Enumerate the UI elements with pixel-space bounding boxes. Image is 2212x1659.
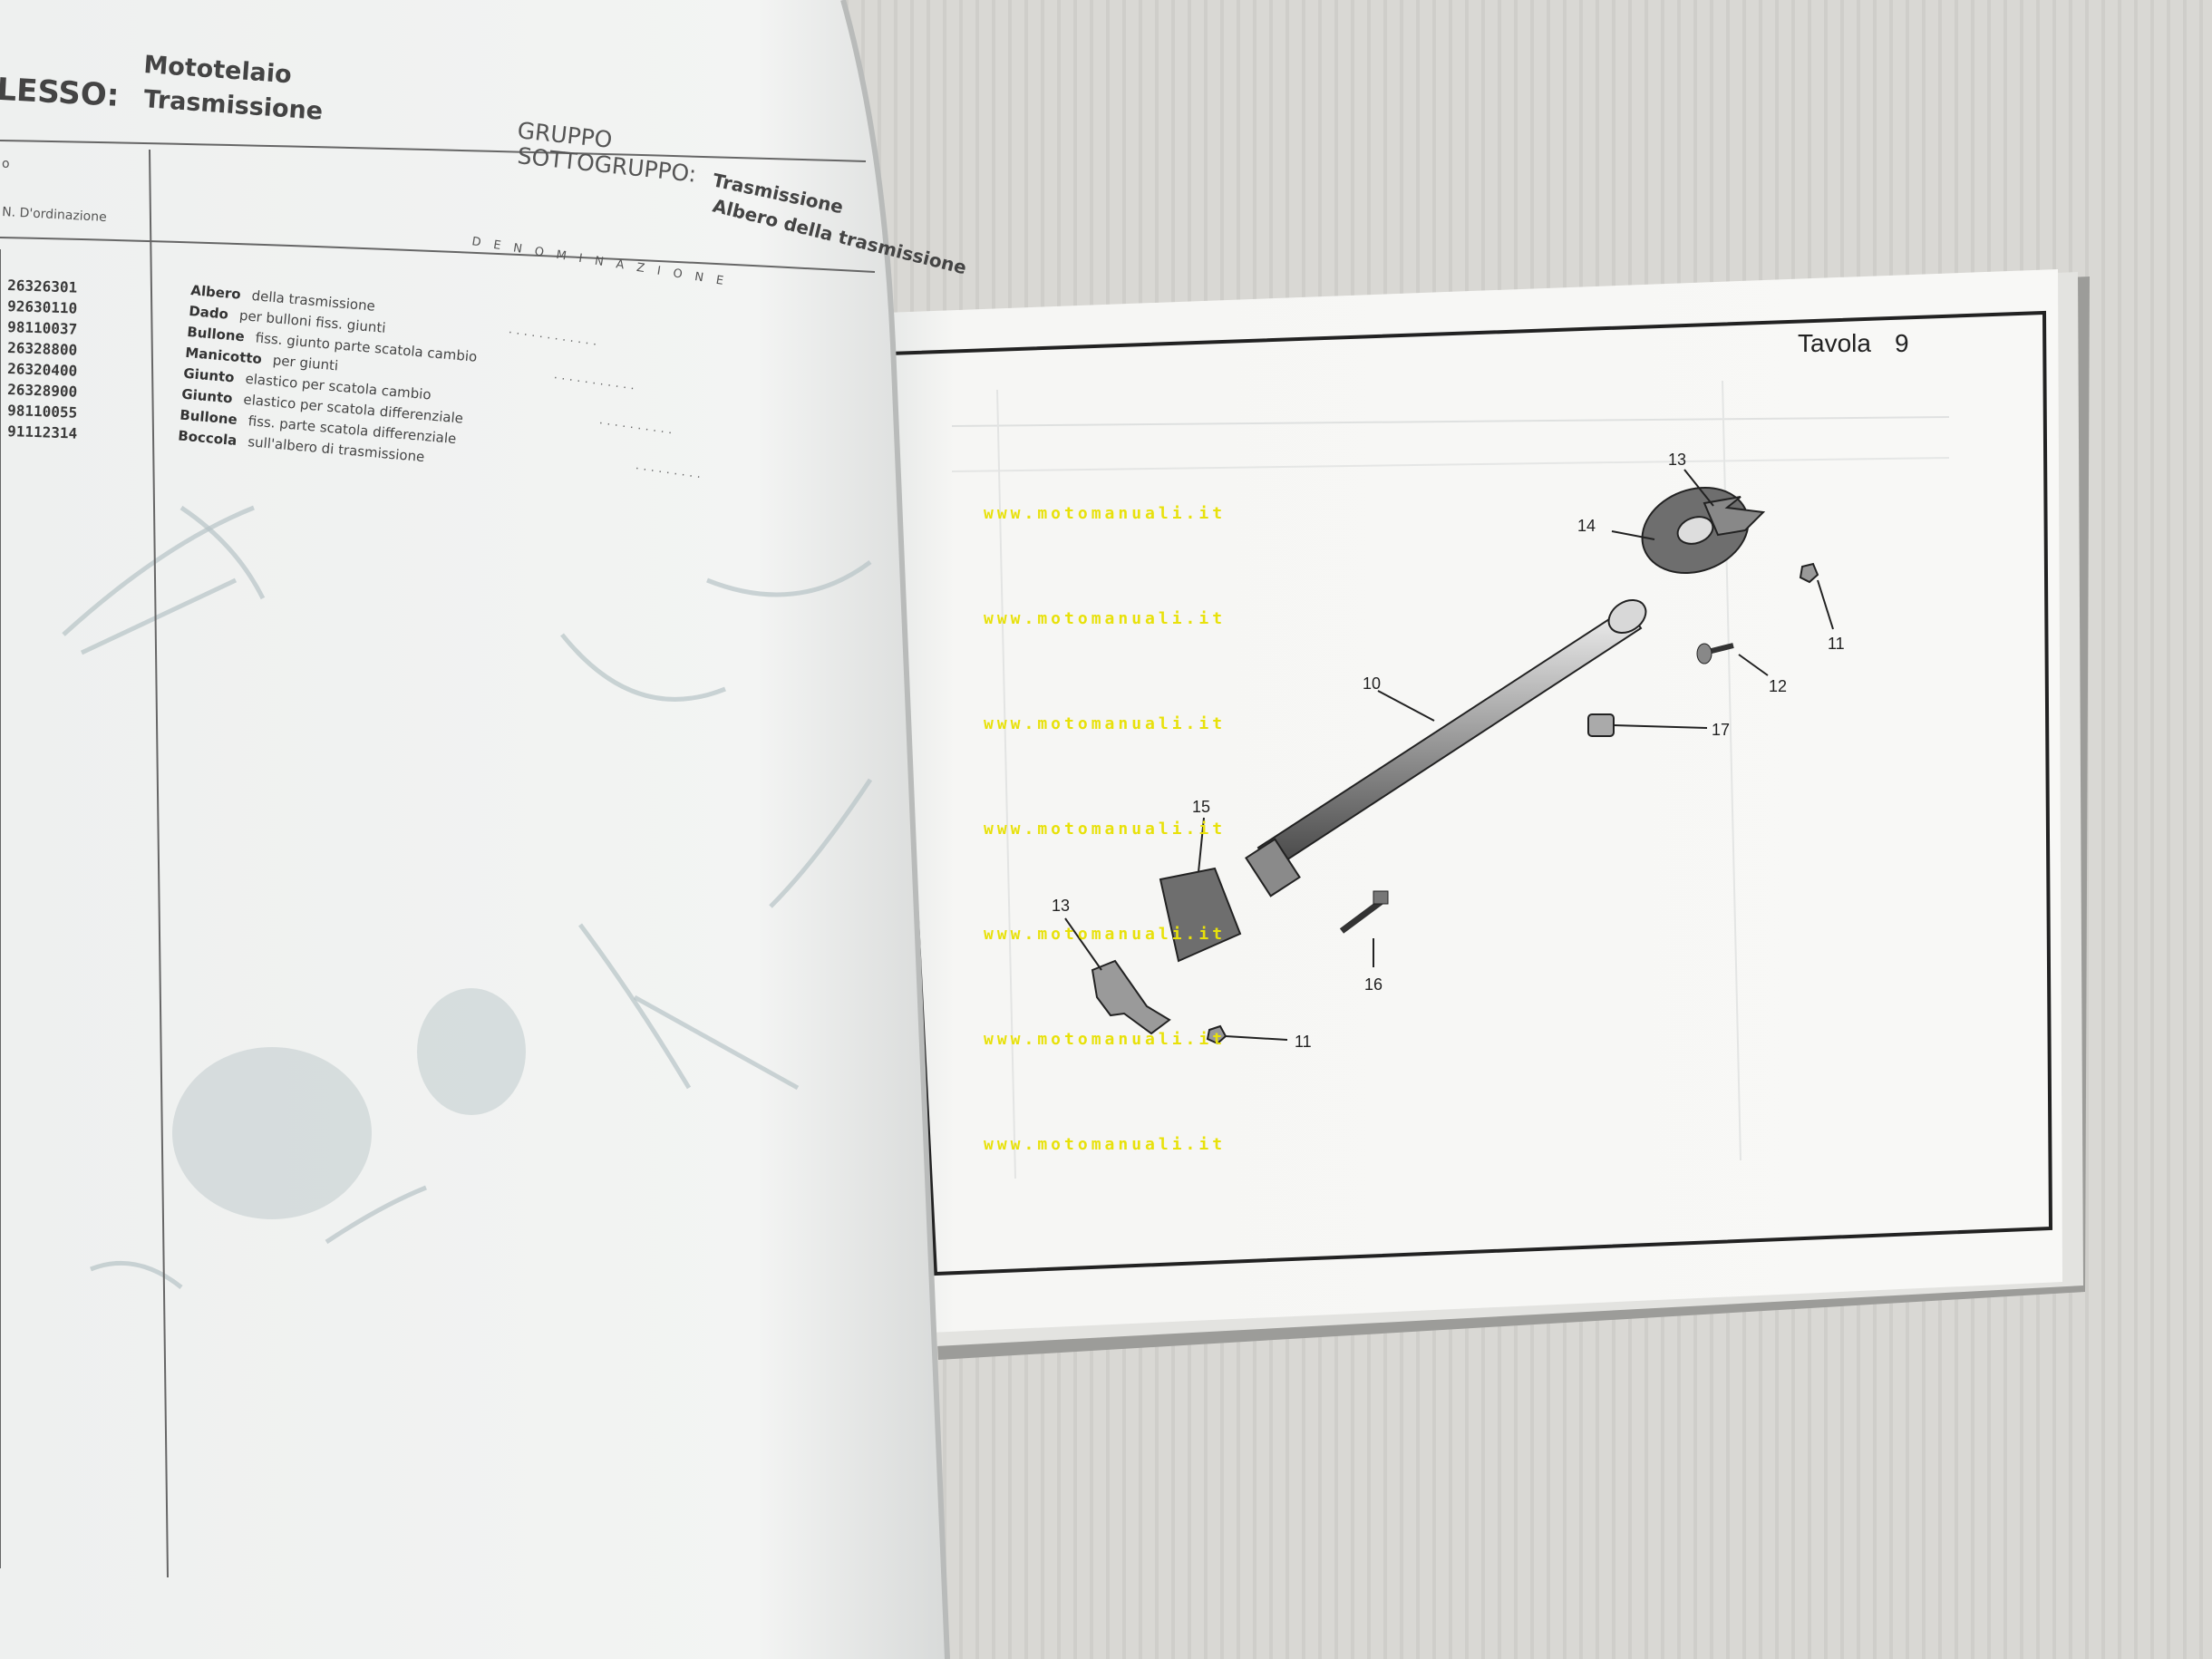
watermark-text: www.motomanuali.it [984, 925, 1226, 944]
part-name: Boccola [178, 427, 238, 449]
callout-11-lower: 11 [1295, 1033, 1312, 1051]
part-name: Dado [189, 303, 229, 323]
part-number: 98110055 [7, 402, 78, 422]
callout-14: 14 [1577, 517, 1596, 535]
part-name: Giunto [183, 365, 236, 386]
part-number: 91112314 [7, 422, 78, 442]
col-small-header: o [2, 157, 10, 171]
part-number: 98110037 [7, 318, 78, 338]
callout-11-upper: 11 [1828, 635, 1845, 653]
callout-17: 17 [1712, 721, 1730, 739]
callout-13-upper: 13 [1668, 451, 1686, 469]
part-number: 26320400 [7, 360, 78, 380]
flex-disc-lower [1159, 867, 1242, 963]
part-name: Giunto [181, 386, 234, 407]
callout-10: 10 [1363, 674, 1381, 693]
watermark-text: www.motomanuali.it [984, 1135, 1226, 1154]
part-number: 26328800 [7, 339, 78, 359]
watermark-text: www.motomanuali.it [984, 609, 1226, 628]
watermark-text: www.motomanuali.it [984, 714, 1226, 733]
tavola-label: Tavola [1798, 329, 1871, 357]
part-number: 26326301 [7, 276, 78, 296]
left-show-through [62, 505, 873, 1289]
watermark-text: www.motomanuali.it [984, 1030, 1226, 1049]
part-numbers: 26326301 92630110 98110037 26328800 2632… [7, 276, 78, 442]
watermark-text: www.motomanuali.it [984, 820, 1226, 839]
col-order-header: N. D'ordinazione [2, 205, 107, 225]
complesso-label: LESSO: [0, 72, 120, 114]
callout-15: 15 [1192, 798, 1210, 816]
callout-16: 16 [1364, 975, 1382, 994]
part-name: Albero [190, 282, 242, 303]
callout-13-lower: 13 [1052, 897, 1070, 915]
part-name: Bullone [187, 324, 246, 344]
part-name: Bullone [179, 407, 238, 428]
callout-12: 12 [1769, 677, 1787, 695]
right-page [884, 269, 2062, 1333]
exploded-drawing [1064, 469, 1834, 1045]
callouts: 13 14 11 12 10 17 15 13 16 11 [1052, 451, 1845, 1051]
part-number: 26328900 [7, 381, 78, 401]
tavola-number: 9 [1895, 329, 1909, 357]
watermarks: www.motomanuali.it www.motomanuali.it ww… [984, 504, 1226, 1154]
left-page-edge [840, 0, 950, 1659]
left-page [0, 0, 947, 1659]
yoke-upper [1703, 496, 1766, 537]
watermark-text: www.motomanuali.it [984, 504, 1226, 523]
part-number: 92630110 [7, 297, 78, 317]
yoke-lower [1091, 959, 1171, 1035]
table-rules [0, 140, 876, 1578]
